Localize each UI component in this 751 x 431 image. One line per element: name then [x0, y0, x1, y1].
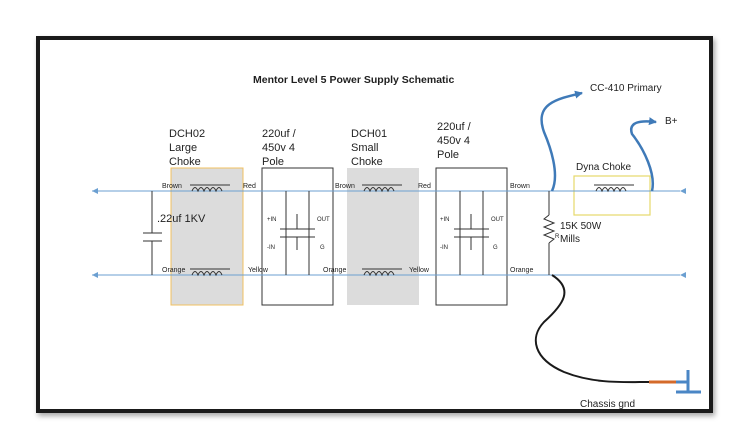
cap2-pin-g: G: [493, 245, 498, 251]
cc410-label: CC-410 Primary: [590, 83, 662, 94]
cap2-pin-plus-in: +IN: [440, 217, 450, 223]
resistor-label: 15K 50W Mills: [560, 220, 601, 246]
cap1-label: 220uf / 450v 4 Pole: [262, 127, 296, 169]
cap1-line3: Pole: [262, 156, 285, 168]
cap1-pin-plus-in: +IN: [267, 217, 277, 223]
dch02-wire-top-in: Brown: [162, 183, 182, 190]
cap2-line3: Pole: [437, 149, 460, 161]
cap1-line1: 220uf /: [262, 128, 296, 140]
cap1-pin-minus-in: -IN: [267, 245, 275, 251]
diagram-title: Mentor Level 5 Power Supply Schematic: [253, 74, 455, 86]
chassis-ground-symbol: [676, 370, 701, 394]
resistor-line2: Mills: [560, 234, 580, 245]
dch02-name: DCH02: [169, 128, 206, 140]
dyna-choke-label: Dyna Choke: [576, 162, 632, 173]
dch02-label: DCH02 Large Choke: [169, 127, 205, 169]
dch02-wire-bottom-out: Yellow: [248, 267, 268, 274]
schematic-diagram: [92, 90, 701, 394]
cap2-label: 220uf / 450v 4 Pole: [437, 120, 471, 162]
resistor-line1: 15K 50W: [560, 221, 602, 232]
dch01-wire-top-out: Red: [418, 183, 431, 190]
dch02-wire-bottom-in: Orange: [162, 267, 186, 274]
dch01-wire-bottom-in: Orange: [323, 267, 347, 274]
dch02-line2: Large: [169, 142, 198, 154]
bplus-lead: [629, 117, 657, 192]
bplus-label: B+: [665, 116, 678, 127]
cap2-pin-out: OUT: [491, 217, 504, 223]
inductor-coils: [190, 184, 634, 277]
cap1-internals: [280, 191, 315, 275]
cap1-pin-g: G: [320, 245, 325, 251]
dch01-line3: Choke: [351, 156, 383, 168]
cap1-line2: 450v 4: [262, 142, 296, 154]
dch01-line2: Small: [351, 142, 379, 154]
cap2-line1: 220uf /: [437, 121, 471, 133]
chassis-gnd-label: Chassis gnd: [580, 399, 636, 410]
dch01-name: DCH01: [351, 128, 388, 140]
dch01-label: DCH01 Small Choke: [351, 127, 387, 169]
dch02-line3: Choke: [169, 156, 201, 168]
resistor-wire-top: Brown: [510, 183, 530, 190]
cap2-internals: [454, 191, 489, 275]
dyna-choke-box: [573, 175, 651, 216]
cc410-lead: [540, 90, 583, 192]
dch02-wire-top-out: Red: [243, 183, 256, 190]
dch01-wire-bottom-out: Yellow: [409, 267, 429, 274]
cap2-line2: 450v 4: [437, 135, 471, 147]
resistor-ref: R: [555, 234, 560, 240]
input-cap-label: .22uf 1KV: [157, 213, 206, 225]
ground-lead: [534, 274, 650, 384]
dch01-wire-top-in: Brown: [335, 183, 355, 190]
cap1-pin-out: OUT: [317, 217, 330, 223]
cap2-pin-minus-in: -IN: [440, 245, 448, 251]
input-capacitor: [143, 191, 162, 275]
bleeder-resistor: [542, 191, 556, 275]
schematic-frame: Mentor Level 5 Power Supply Schematic DC…: [36, 36, 713, 413]
resistor-wire-bottom: Orange: [510, 267, 534, 274]
